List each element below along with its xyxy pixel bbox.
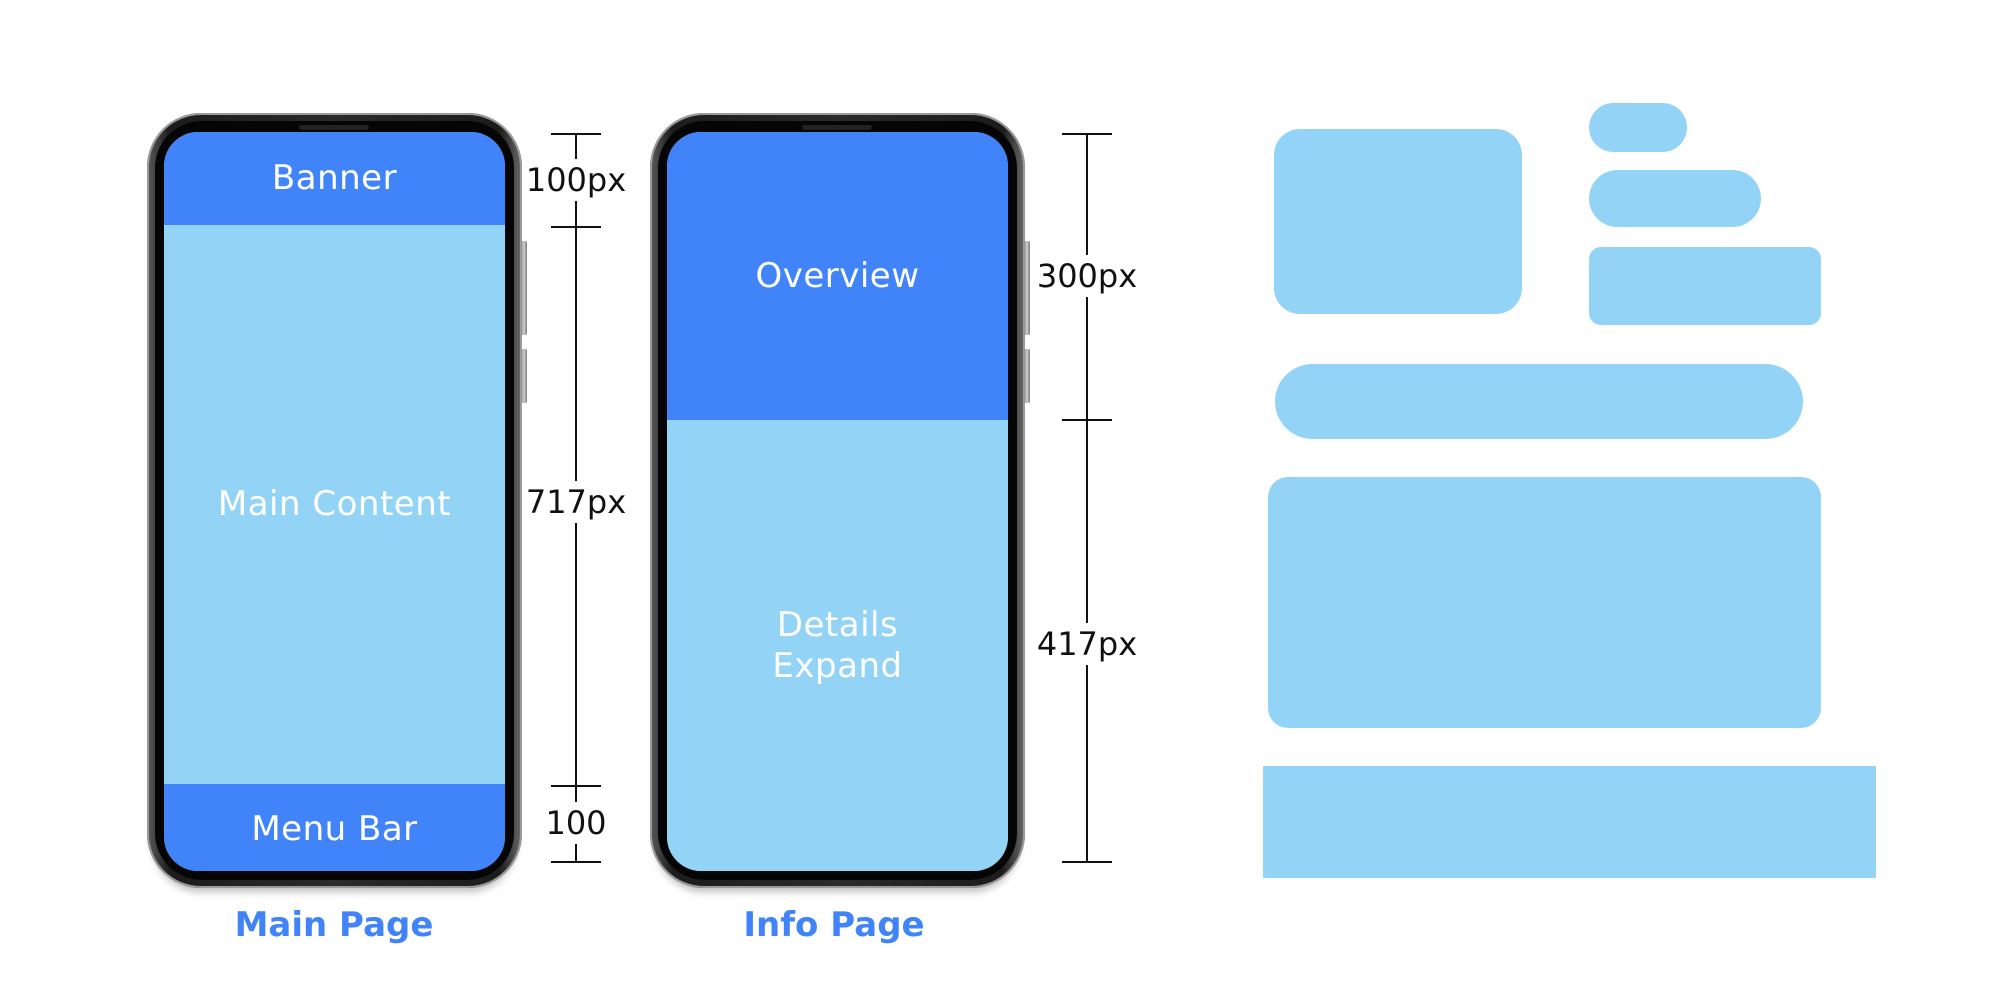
phone-notch xyxy=(802,125,872,130)
phone-volume-button xyxy=(1024,241,1030,335)
phone-notch xyxy=(299,125,369,130)
dimension-label-overview: 300px xyxy=(1036,255,1138,297)
dimension-tick xyxy=(551,133,601,135)
full-width-bar-shape xyxy=(1263,766,1876,878)
rounded-rectangle-shape xyxy=(1589,247,1821,325)
dimension-tick xyxy=(1062,133,1112,135)
details-section: Details Expand xyxy=(667,420,1008,871)
overview-label: Overview xyxy=(755,255,920,296)
dimension-tick xyxy=(551,861,601,863)
phone-volume-button xyxy=(1024,349,1030,403)
dimension-label-details: 417px xyxy=(1036,623,1138,665)
small-pill-shape xyxy=(1589,103,1687,152)
dimension-tick xyxy=(551,226,601,228)
rounded-card-shape xyxy=(1274,129,1522,314)
main-content-label: Main Content xyxy=(217,484,452,524)
phone-volume-button xyxy=(521,241,527,335)
info-page-screen: Overview Details Expand xyxy=(667,132,1008,871)
dimension-label-menu: 100 xyxy=(545,802,607,844)
details-label-line2: Expand xyxy=(772,645,903,686)
main-content-section: Main Content xyxy=(164,225,505,784)
main-page-phone: Banner Main Content Menu Bar xyxy=(147,113,527,888)
large-rounded-panel-shape xyxy=(1268,477,1821,728)
wide-pill-shape xyxy=(1275,364,1803,439)
info-page-phone: Overview Details Expand xyxy=(650,113,1030,888)
main-page-screen: Banner Main Content Menu Bar xyxy=(164,132,505,871)
details-label-line1: Details xyxy=(776,604,899,645)
main-page-caption: Main Page xyxy=(234,905,434,945)
menu-bar-section: Menu Bar xyxy=(164,784,505,871)
phone-volume-button xyxy=(521,349,527,403)
overview-section: Overview xyxy=(667,132,1008,420)
dimension-tick xyxy=(1062,419,1112,421)
dimension-label-banner: 100px xyxy=(525,159,627,201)
menu-bar-label: Menu Bar xyxy=(251,809,418,849)
banner-section: Banner xyxy=(164,132,505,225)
dimension-line xyxy=(1086,134,1088,862)
dimension-tick xyxy=(1062,861,1112,863)
dimension-label-content: 717px xyxy=(525,481,627,523)
dimension-tick xyxy=(551,785,601,787)
info-page-caption: Info Page xyxy=(743,905,925,945)
banner-label: Banner xyxy=(271,158,398,198)
medium-pill-shape xyxy=(1589,170,1761,227)
